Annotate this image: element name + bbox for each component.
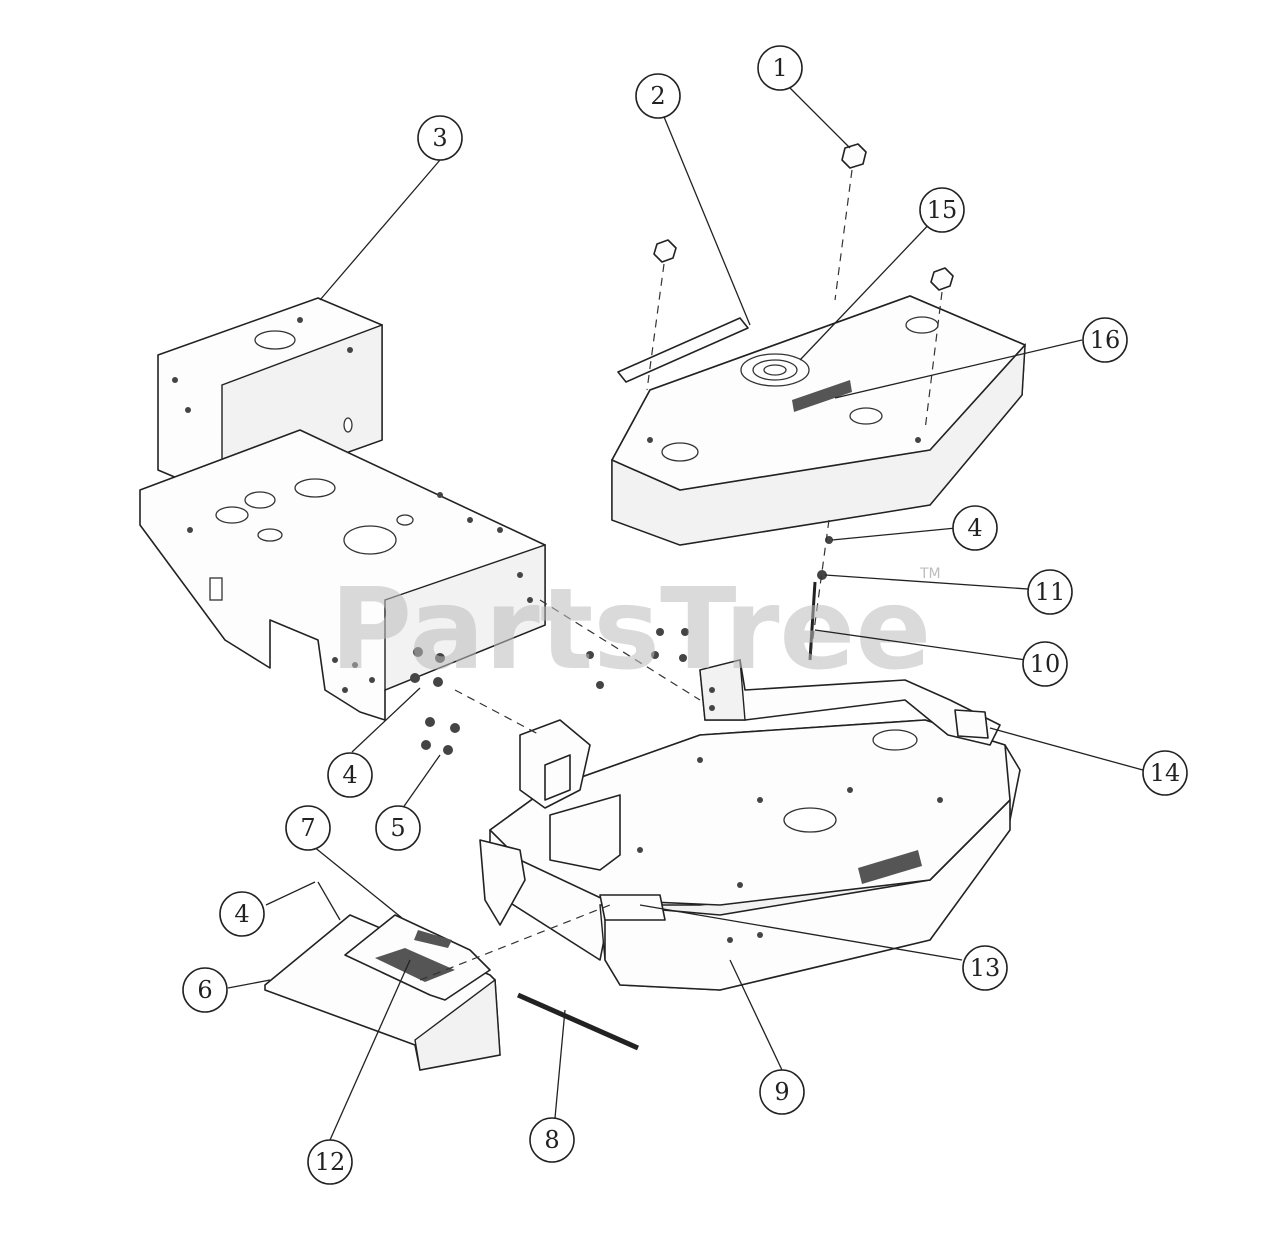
callout-c3: 3 [417, 115, 463, 161]
callout-label: 11 [1035, 578, 1066, 606]
callout-label: 12 [315, 1148, 346, 1176]
frame-assembly [139, 297, 546, 721]
callout-label: 13 [970, 954, 1001, 982]
callout-c4b: 4 [327, 752, 373, 798]
callout-label: 4 [967, 514, 982, 542]
callout-c7: 7 [285, 805, 331, 851]
callout-label: 10 [1030, 650, 1061, 678]
callout-label: 7 [300, 814, 315, 842]
front-guard [264, 904, 611, 1071]
callout-c15: 15 [919, 187, 965, 233]
top-cover [611, 295, 1026, 546]
fasteners [646, 143, 954, 661]
callout-c4a: 4 [952, 505, 998, 551]
callout-c6: 6 [182, 967, 228, 1013]
callout-label: 4 [342, 761, 357, 789]
callout-c2: 2 [635, 73, 681, 119]
callout-label: 5 [390, 814, 405, 842]
callout-label: 14 [1150, 759, 1181, 787]
leader-lines [227, 87, 1151, 1141]
callout-c1: 1 [757, 45, 803, 91]
callout-label: 2 [650, 82, 665, 110]
callout-c9: 9 [759, 1069, 805, 1115]
callout-label: 15 [927, 196, 958, 224]
callout-c16: 16 [1082, 317, 1128, 363]
support-bracket [699, 659, 1001, 746]
callout-label: 1 [772, 54, 787, 82]
hardware-cluster [410, 599, 701, 809]
callout-c14: 14 [1142, 750, 1188, 796]
mower-deck [479, 719, 1021, 991]
callout-c8: 8 [529, 1117, 575, 1163]
callout-label: 16 [1090, 326, 1121, 354]
callout-label: 4 [234, 900, 249, 928]
callout-label: 6 [197, 976, 212, 1004]
rod [516, 992, 640, 1051]
watermark-trademark: TM [919, 566, 941, 582]
callout-c4c: 4 [219, 891, 265, 937]
callout-c13: 13 [962, 945, 1008, 991]
callout-label: 8 [544, 1126, 559, 1154]
callout-c10: 10 [1022, 641, 1068, 687]
callout-c12: 12 [307, 1139, 353, 1185]
callout-c11: 11 [1027, 569, 1073, 615]
watermark: PartsTree [330, 565, 931, 695]
callout-label: 9 [774, 1078, 789, 1106]
callout-label: 3 [432, 124, 447, 152]
callout-c5: 5 [375, 805, 421, 851]
